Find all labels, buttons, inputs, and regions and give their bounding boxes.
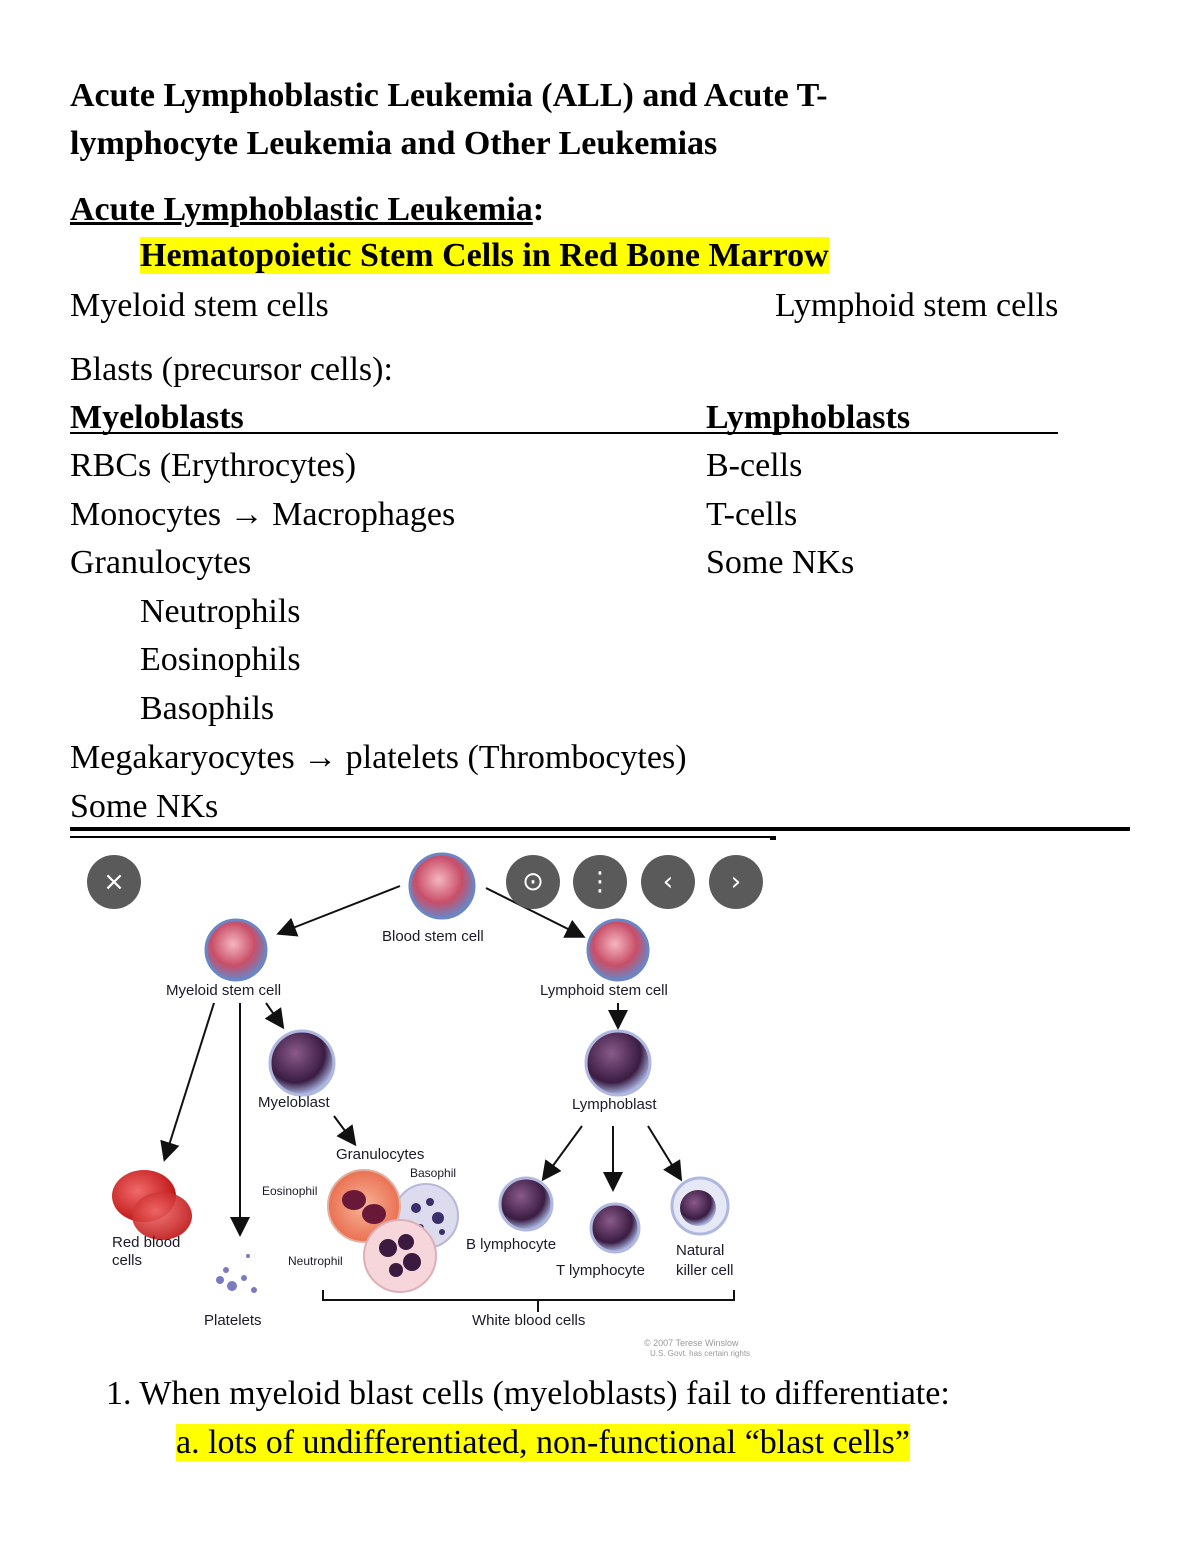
natural-killer-nucleus [680, 1190, 716, 1226]
lymphoid-stem-cell [586, 918, 650, 982]
close-button[interactable]: × [87, 855, 141, 909]
highlight-heading: Hematopoietic Stem Cells in Red Bone Mar… [140, 236, 829, 276]
section-heading: Acute Lymphoblastic Leukemia: [70, 186, 544, 234]
lymphoid-item-tcells: T-cells [706, 496, 798, 533]
diagram-arrows [160, 885, 735, 1312]
myeloblasts-header: Myeloblasts [70, 399, 244, 436]
doc-title-line-1: Acute Lymphoblastic Leukemia (ALL) and A… [70, 77, 828, 114]
eosinophil-nucleus-2 [362, 1204, 386, 1224]
myeloblast-cell [268, 1029, 336, 1097]
label-red-blood-line-2: cells [112, 1252, 143, 1269]
previous-button[interactable]: ‹ [641, 855, 695, 909]
lymphoblast-cell [584, 1029, 652, 1097]
arrow-to-b-lymphocyte [541, 1125, 583, 1182]
myeloid-item-granulocytes: Granulocytes [70, 544, 252, 581]
section-heading-colon: : [532, 191, 545, 228]
arrow-to-nk-cell [647, 1125, 683, 1182]
label-t-lymphocyte: T lymphocyte [556, 1262, 645, 1279]
label-red-blood-line-1: Red blood [112, 1234, 181, 1251]
myeloid-item-basophils: Basophils [140, 690, 275, 727]
myeloid-item-nks: Some NKs [70, 788, 219, 825]
neutrophil-nucleus [379, 1234, 421, 1277]
lymphoblasts-header: Lymphoblasts [706, 399, 911, 436]
sub-item-a-text: a. lots of undifferentiated, non-functio… [176, 1424, 910, 1461]
label-killer-cell: killer cell [676, 1262, 734, 1279]
label-myeloblast: Myeloblast [258, 1094, 330, 1111]
sub-item-a: a. lots of undifferentiated, non-functio… [176, 1423, 910, 1463]
label-white-blood-cells: White blood cells [472, 1312, 586, 1329]
platelets-cluster [216, 1254, 257, 1293]
label-granulocytes: Granulocytes [336, 1146, 425, 1163]
label-natural: Natural [676, 1242, 725, 1259]
numbered-item-1: 1. When myeloid blast cells (myeloblasts… [106, 1375, 950, 1412]
lymphoid-stem-cells: Lymphoid stem cells [775, 287, 1059, 324]
doc-title-line-2: lymphocyte Leukemia and Other Leukemias [70, 125, 718, 162]
more-options-button[interactable]: ⋮ [573, 855, 627, 909]
lymphoblasts-underline [706, 432, 1058, 434]
label-eosinophil: Eosinophil [262, 1184, 318, 1198]
myeloid-item-monocytes: Monocytes → Macrophages [70, 496, 456, 533]
lymphoid-item-nks: Some NKs [706, 544, 855, 581]
copyright-line-1: © 2007 Terese Winslow [644, 1338, 739, 1348]
hematopoiesis-diagram [112, 852, 735, 1312]
b-lymphocyte-cell [498, 1176, 554, 1232]
lymphoid-item-bcells: B-cells [706, 447, 803, 484]
chevron-right-icon: › [730, 867, 742, 897]
label-platelets: Platelets [204, 1312, 262, 1329]
blood-stem-cell [408, 852, 476, 920]
t-lymphocyte-cell [589, 1202, 641, 1254]
lens-icon: ⊙ [522, 867, 544, 897]
copyright-line-2: U.S. Govt. has certain rights [650, 1349, 751, 1358]
horizontal-rule [70, 827, 1130, 831]
next-button[interactable]: › [709, 855, 763, 909]
arrow-to-rbc [160, 1002, 215, 1162]
arrow-to-myeloblast [264, 1002, 285, 1030]
myeloid-item-megakaryocytes: Megakaryocytes → platelets (Thrombocytes… [70, 739, 687, 776]
section-heading-text: Acute Lymphoblastic Leukemia [70, 191, 533, 228]
arrow-to-granulocytes [333, 1115, 357, 1147]
close-icon: × [103, 867, 125, 897]
myeloblasts-underline [70, 432, 706, 434]
label-lymphoblast: Lymphoblast [572, 1096, 657, 1113]
red-blood-cell-2 [132, 1192, 192, 1240]
label-basophil: Basophil [410, 1166, 457, 1180]
myeloid-item-neutrophils: Neutrophils [140, 593, 301, 630]
lens-button[interactable]: ⊙ [506, 855, 560, 909]
label-neutrophil: Neutrophil [288, 1254, 343, 1268]
myeloid-stem-cells: Myeloid stem cells [70, 287, 329, 324]
more-vert-icon: ⋮ [587, 867, 613, 897]
eosinophil-nucleus-1 [342, 1190, 366, 1210]
arrow-to-lymphoid-stem [485, 887, 586, 938]
myeloid-item-rbcs: RBCs (Erythrocytes) [70, 447, 357, 484]
hematopoiesis-figure: × ⊙ ⋮ ‹ › Blood stem cell Myeloid stem c… [70, 838, 770, 1368]
white-blood-cells-bracket [322, 1290, 735, 1301]
label-blood-stem-cell: Blood stem cell [382, 928, 484, 945]
myeloid-item-eosinophils: Eosinophils [140, 641, 301, 678]
highlight-heading-text: Hematopoietic Stem Cells in Red Bone Mar… [140, 237, 829, 274]
arrow-to-myeloid-stem [276, 885, 401, 937]
label-b-lymphocyte: B lymphocyte [466, 1236, 557, 1253]
label-myeloid-stem-cell: Myeloid stem cell [166, 982, 282, 999]
myeloid-stem-cell [204, 918, 268, 982]
neutrophil-cell [363, 1219, 437, 1293]
chevron-left-icon: ‹ [662, 867, 674, 897]
label-lymphoid-stem-cell: Lymphoid stem cell [540, 982, 668, 999]
blasts-label: Blasts (precursor cells): [70, 351, 393, 388]
